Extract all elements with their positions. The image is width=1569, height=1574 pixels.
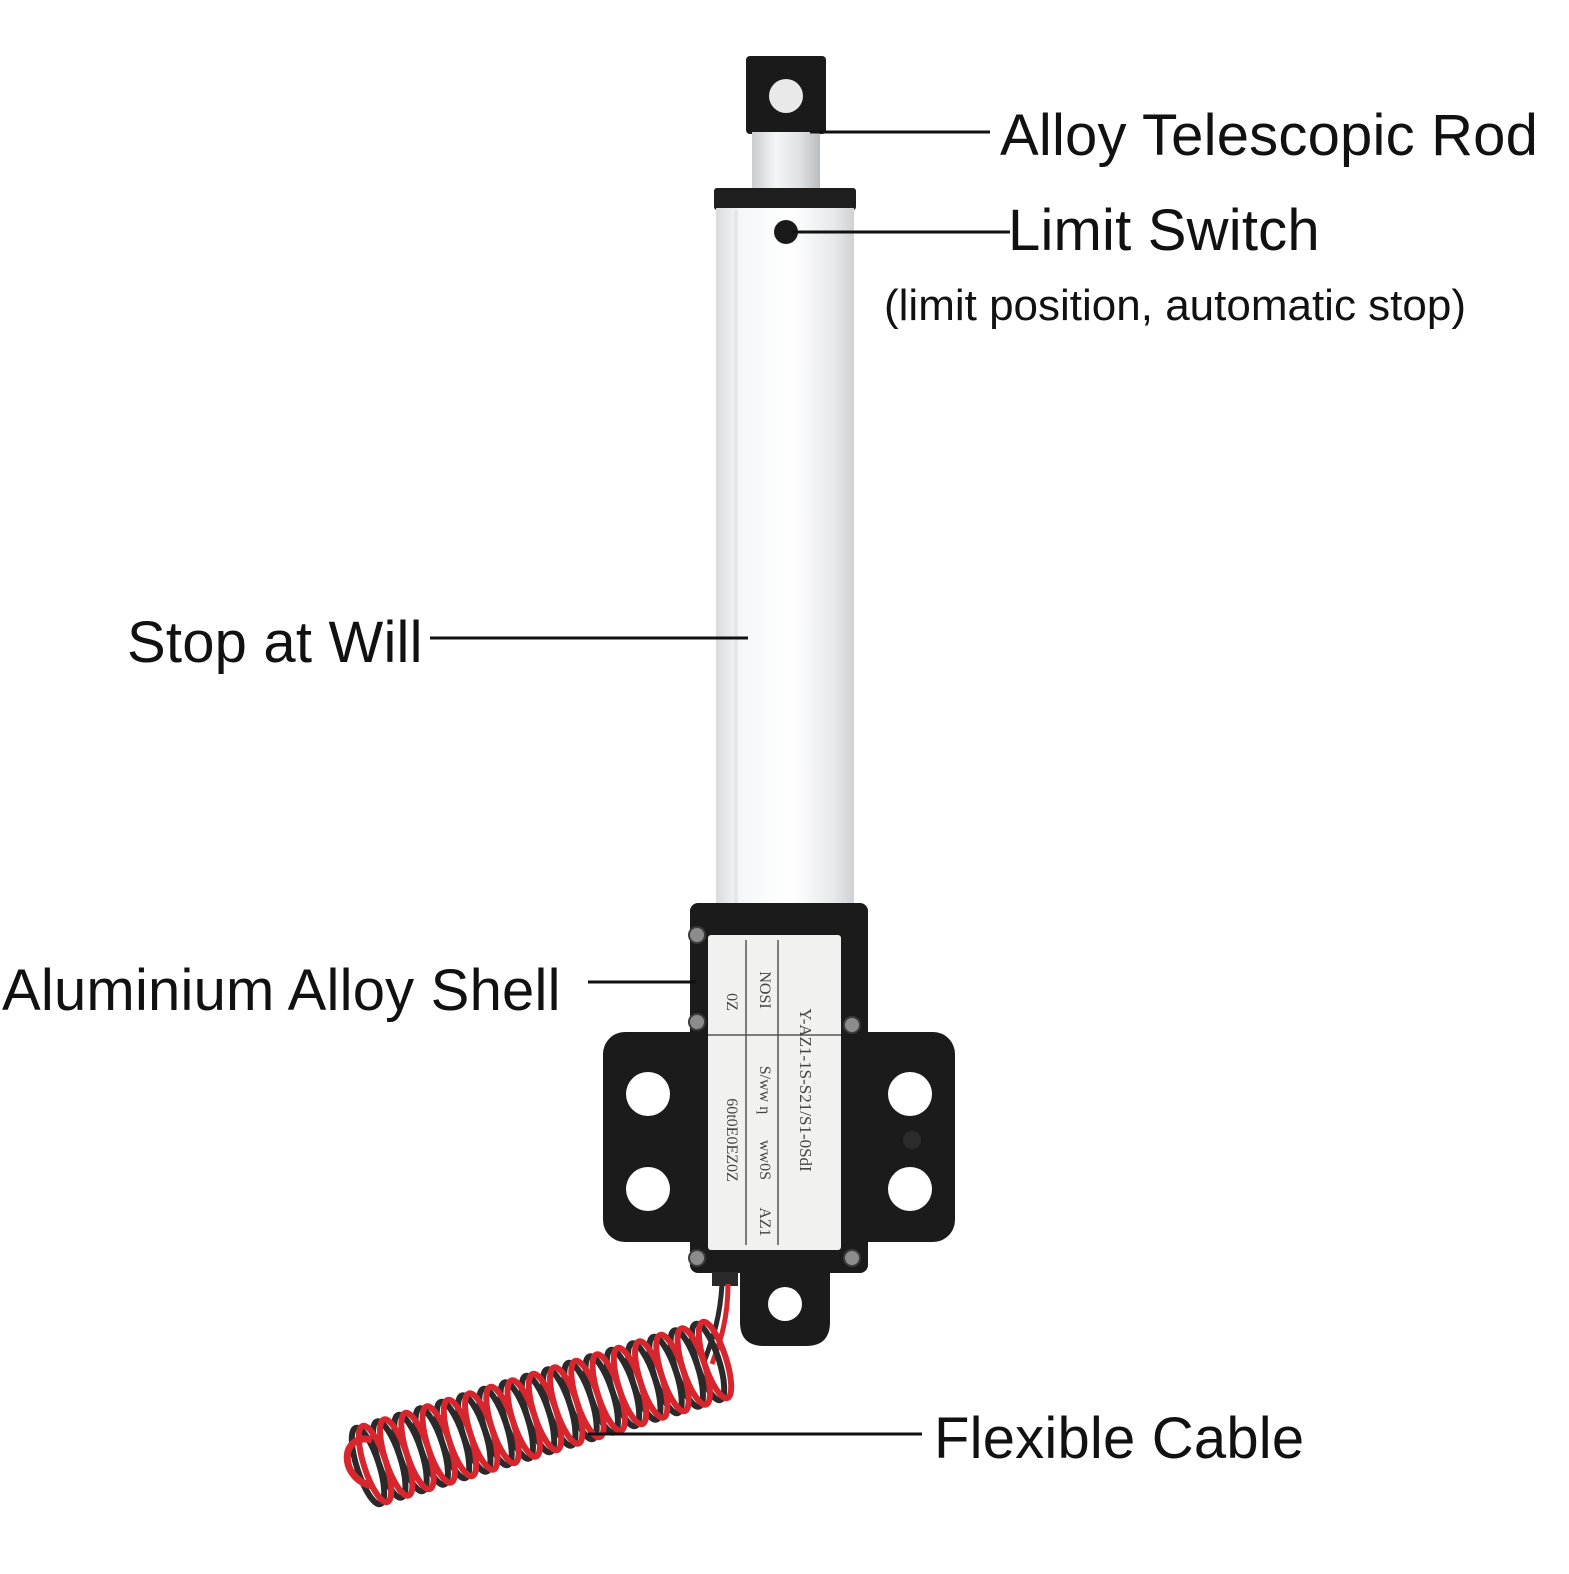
bracket-hole-bl xyxy=(626,1167,670,1211)
telescopic-rod xyxy=(752,132,820,190)
leader-lines xyxy=(430,130,1010,1436)
bracket-hole-tr xyxy=(888,1072,932,1116)
bracket-hole-tl xyxy=(626,1072,670,1116)
nameplate-model: Y-AZ1-1S-S21/S1-0SdI xyxy=(796,1008,815,1172)
limit-switch-dot xyxy=(774,220,798,244)
nameplate-voltage: AZ1 xyxy=(756,1207,773,1236)
bracket-hole-br xyxy=(888,1167,932,1211)
callout-stop: Stop at Will xyxy=(127,610,423,675)
tube-collar xyxy=(714,188,856,210)
nameplate-label xyxy=(708,935,841,1250)
callout-limit-switch-note: (limit position, automatic stop) xyxy=(884,281,1466,330)
rod-end-hole xyxy=(769,79,803,113)
callout-shell: Aluminium Alloy Shell xyxy=(2,958,561,1023)
bottom-tab-hole xyxy=(768,1287,802,1321)
nameplate-serial: 60t0E0EZ0Z xyxy=(723,1098,740,1182)
callout-cable: Flexible Cable xyxy=(934,1406,1305,1471)
cable-gland xyxy=(712,1272,738,1286)
coil-tail xyxy=(343,1435,374,1490)
coil-loop-black xyxy=(348,1424,388,1508)
coiled-cable xyxy=(343,1318,735,1508)
cable-lead-red xyxy=(709,1283,731,1365)
callout-rod: Alloy Telescopic Rod xyxy=(1000,103,1539,168)
bracket-bump xyxy=(903,1131,921,1149)
coil-loop-red xyxy=(355,1422,395,1506)
nameplate-force: NOSI xyxy=(756,971,773,1008)
nameplate-stroke: ww0S xyxy=(756,1140,773,1180)
nameplate-speed: S/ww ƞ xyxy=(756,1066,773,1114)
callout-limit-switch: Limit Switch xyxy=(1008,198,1320,263)
aluminium-tube xyxy=(716,208,854,908)
housing-screws xyxy=(688,926,861,1267)
nameplate-code: 0Z xyxy=(723,993,740,1011)
